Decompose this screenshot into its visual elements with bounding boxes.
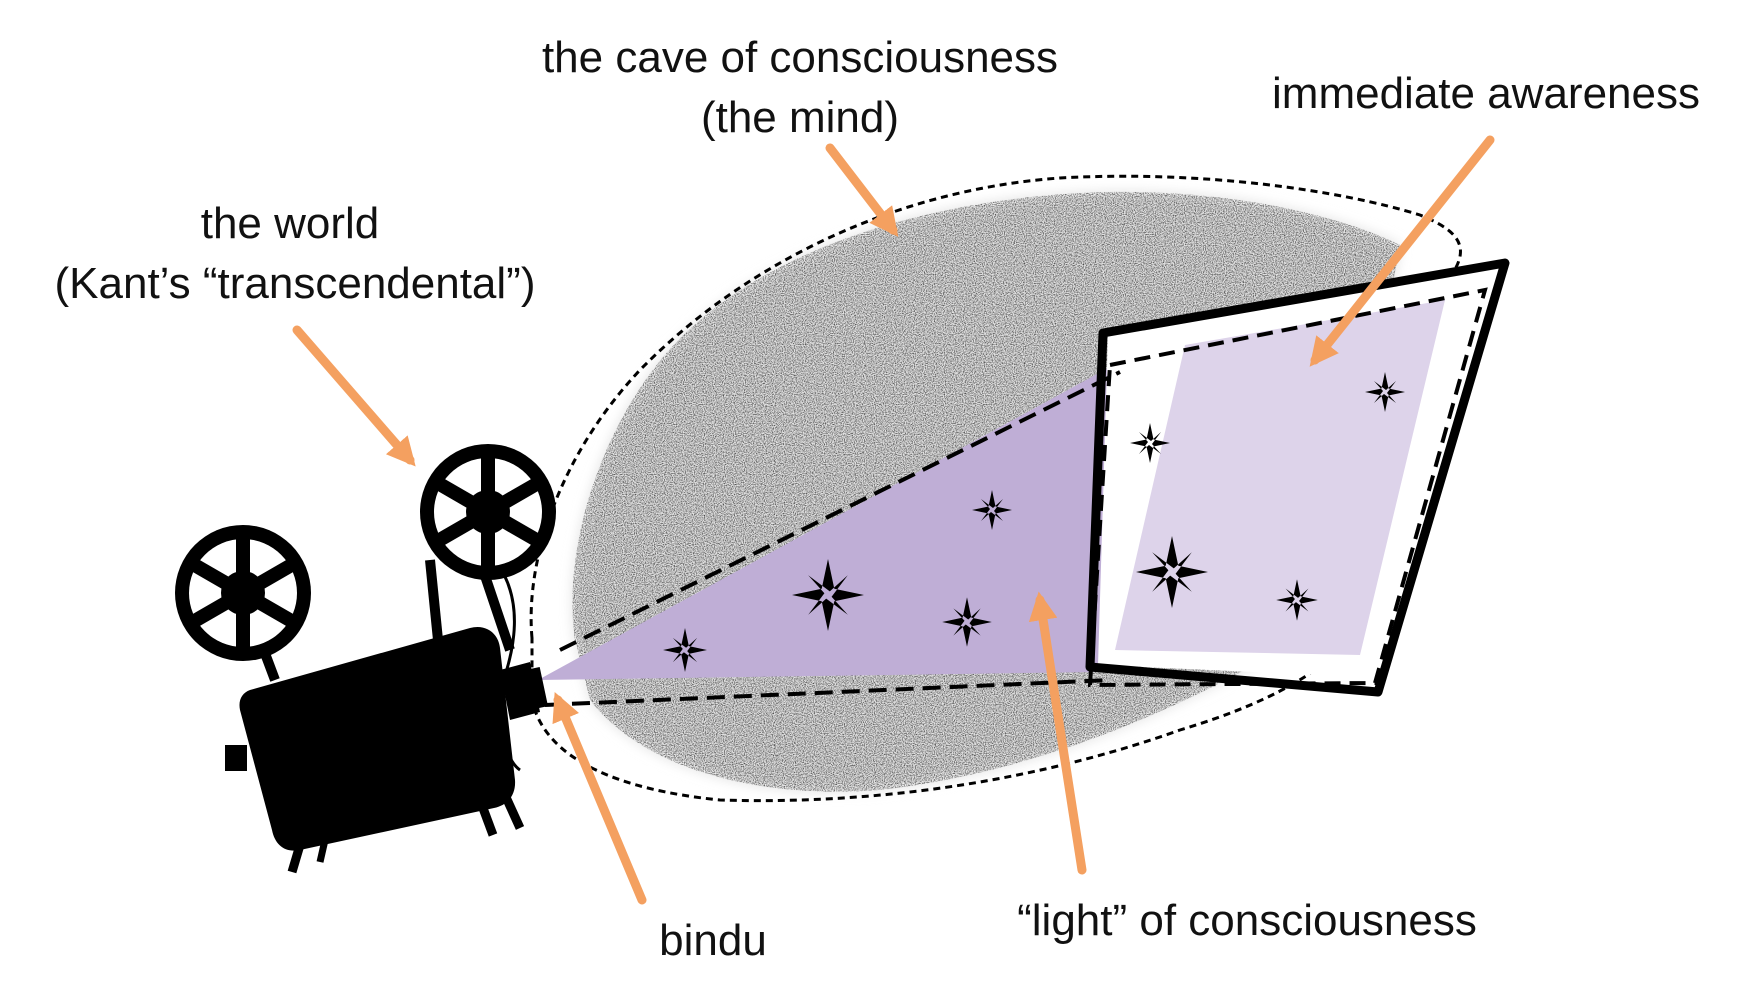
label-awareness: immediate awareness xyxy=(1272,69,1700,118)
label-bindu: bindu xyxy=(659,916,767,965)
label-cave-line2: (the mind) xyxy=(701,93,899,142)
projector-body xyxy=(239,626,516,851)
label-world-line1: the world xyxy=(201,199,380,248)
label-light: “light” of consciousness xyxy=(1017,896,1477,945)
arrow-world xyxy=(292,325,416,467)
arrows xyxy=(292,135,1495,905)
beam-edge-bottom xyxy=(544,678,1111,707)
arrow-cave xyxy=(825,143,899,237)
arrow-awareness xyxy=(1309,135,1495,367)
arrow-light xyxy=(1028,591,1087,875)
light-beam xyxy=(538,368,1108,680)
film-reel-left xyxy=(175,525,311,661)
beam-edges xyxy=(544,370,1121,707)
label-cave-line1: the cave of consciousness xyxy=(542,33,1058,82)
screen-dashed-frame xyxy=(1087,287,1488,688)
beam-edge-top xyxy=(559,370,1121,652)
cave-outline xyxy=(529,174,1462,803)
label-world-line2: (Kant’s “transcendental”) xyxy=(55,259,536,308)
film-projector-icon xyxy=(175,444,556,874)
awareness-screen xyxy=(1085,258,1510,697)
film-reel-right xyxy=(420,444,556,580)
screen-fill xyxy=(1115,300,1445,655)
arrow-bindu xyxy=(552,692,647,905)
